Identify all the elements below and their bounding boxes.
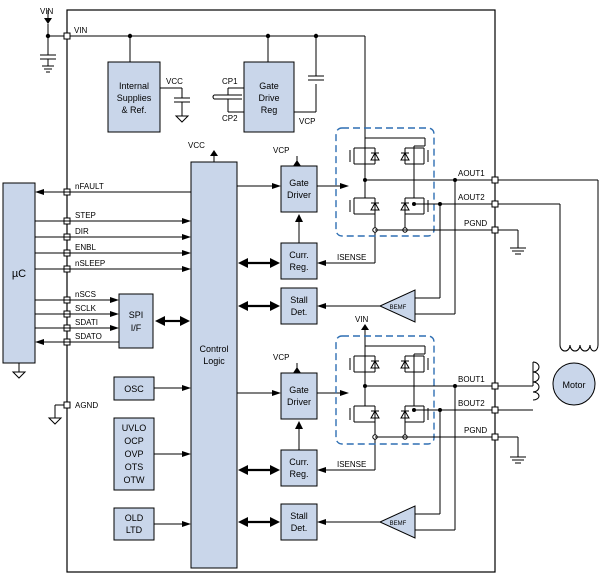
curr-reg-a-block <box>280 242 318 280</box>
control-logic-line1: Control <box>199 344 228 354</box>
pin-nfault: nFAULT <box>75 182 104 191</box>
prot-ovp: OVP <box>124 449 143 459</box>
vin-pin <box>63 32 71 40</box>
osc-label: OSC <box>124 384 144 394</box>
pin-enbl: ENBL <box>75 243 96 252</box>
prot-ots: OTS <box>125 462 144 472</box>
fet-b-hs-left <box>349 346 380 406</box>
fet-a-ls-right <box>400 197 429 230</box>
gate-driver-b-block <box>280 372 318 420</box>
vin-bridge-label: VIN <box>355 315 369 324</box>
gdr-line1: Gate <box>259 81 279 91</box>
pin-dir: DIR <box>75 227 89 236</box>
sdb-line2: Det. <box>291 523 308 533</box>
vin-pin-label: VIN <box>74 26 88 35</box>
ltd-line: LTD <box>126 525 143 535</box>
vcp-b-label: VCP <box>273 353 289 362</box>
gdr-line2: Drive <box>258 93 279 103</box>
motor-label: Motor <box>562 380 585 390</box>
gate-driver-a-block <box>280 165 318 213</box>
prot-otw: OTW <box>124 475 145 485</box>
vin-top-label: VIN <box>40 7 54 16</box>
sdb-line1: Stall <box>290 511 308 521</box>
prot-uvlo: UVLO <box>122 423 147 433</box>
crb-line1: Curr. <box>289 457 309 467</box>
bemf-b-label: BEMF <box>390 521 407 527</box>
fet-a-hs-left <box>349 146 380 182</box>
cp1-label: CP1 <box>222 77 238 86</box>
fet-b-ls-left <box>349 405 380 437</box>
left-pins: nFAULT STEP DIR ENBL nSLEEP nSCS SCLK <box>35 182 191 425</box>
internal-supplies-line1: Internal <box>119 81 149 91</box>
motor-coil-a <box>559 344 599 352</box>
motor-coil-b <box>532 361 540 401</box>
stall-det-a-block <box>280 287 318 325</box>
internal-supplies-block <box>107 61 161 133</box>
control-logic-line2: Logic <box>203 356 225 366</box>
cra-line2: Reg. <box>289 262 308 272</box>
channel-a: VCP Gate Driver Curr. Reg. ISENSE Stall … <box>237 127 492 325</box>
internal-supplies-line2: Supplies <box>117 93 152 103</box>
crb-line2: Reg. <box>289 469 308 479</box>
fet-a-hs-right <box>400 145 429 198</box>
right-pins: AOUT1 AOUT2 PGND BOUT1 BOUT2 PGND <box>458 169 499 441</box>
bemf-amp-a <box>378 289 416 323</box>
pin-step: STEP <box>75 211 96 220</box>
gate-drive-reg-block <box>243 61 295 133</box>
pin-sclk: SCLK <box>75 304 97 313</box>
cra-line1: Curr. <box>289 250 309 260</box>
stall-det-b-block <box>280 503 318 541</box>
vcc-cap-label: VCC <box>166 77 183 86</box>
pin-agnd: AGND <box>75 401 98 410</box>
curr-reg-b-block <box>280 449 318 487</box>
spi-line1: SPI <box>129 310 144 320</box>
sda-line1: Stall <box>290 295 308 305</box>
spi-line2: I/F <box>131 323 142 333</box>
sda-line2: Det. <box>291 307 308 317</box>
pin-aout2: AOUT2 <box>458 193 485 202</box>
protection-block <box>113 417 155 491</box>
channel-b: VIN VCP Gate Driver Curr. Reg. ISENSE St… <box>237 315 492 541</box>
chip-outline <box>66 9 496 573</box>
old-ltd-block <box>113 507 155 541</box>
internal-supplies-line3: & Ref. <box>121 105 146 115</box>
pin-bout2: BOUT2 <box>458 399 485 408</box>
fet-b-ls-right <box>400 405 429 437</box>
microcontroller-block <box>2 182 36 364</box>
gdb-line1: Gate <box>289 385 309 395</box>
gda-line1: Gate <box>289 178 309 188</box>
cp2-label: CP2 <box>222 114 238 123</box>
bemf-amp-b <box>378 505 416 539</box>
pin-aout1: AOUT1 <box>458 169 485 178</box>
fet-b-hs-right <box>400 353 429 406</box>
h-bridge-a <box>335 127 435 237</box>
microcontroller-label: µC <box>12 268 26 280</box>
pin-pgnd-b: PGND <box>464 426 487 435</box>
pin-nsleep: nSLEEP <box>75 259 105 268</box>
pin-sdato: SDATO <box>75 332 102 341</box>
pin-pgnd-a: PGND <box>464 219 487 228</box>
fet-a-ls-left <box>349 182 380 230</box>
vin-supply: VIN VIN <box>40 7 88 73</box>
vcp-a-label: VCP <box>273 146 289 155</box>
vcp-reg-label: VCP <box>299 117 315 126</box>
pin-sdati: SDATI <box>75 318 98 327</box>
vcc-logic-label: VCC <box>188 141 205 150</box>
gdb-line2: Driver <box>287 397 311 407</box>
spi-interface-block <box>118 293 154 349</box>
gda-line2: Driver <box>287 190 311 200</box>
isense-b-label: ISENSE <box>337 460 366 469</box>
prot-ocp: OCP <box>124 436 144 446</box>
old-line: OLD <box>125 513 144 523</box>
bemf-a-label: BEMF <box>390 305 407 311</box>
isense-a-label: ISENSE <box>337 253 366 262</box>
control-logic-block <box>190 161 238 569</box>
gdr-line3: Reg <box>261 105 278 115</box>
h-bridge-b <box>335 335 435 445</box>
motor-symbol <box>552 362 596 406</box>
pin-nscs: nSCS <box>75 290 96 299</box>
pin-bout1: BOUT1 <box>458 375 485 384</box>
